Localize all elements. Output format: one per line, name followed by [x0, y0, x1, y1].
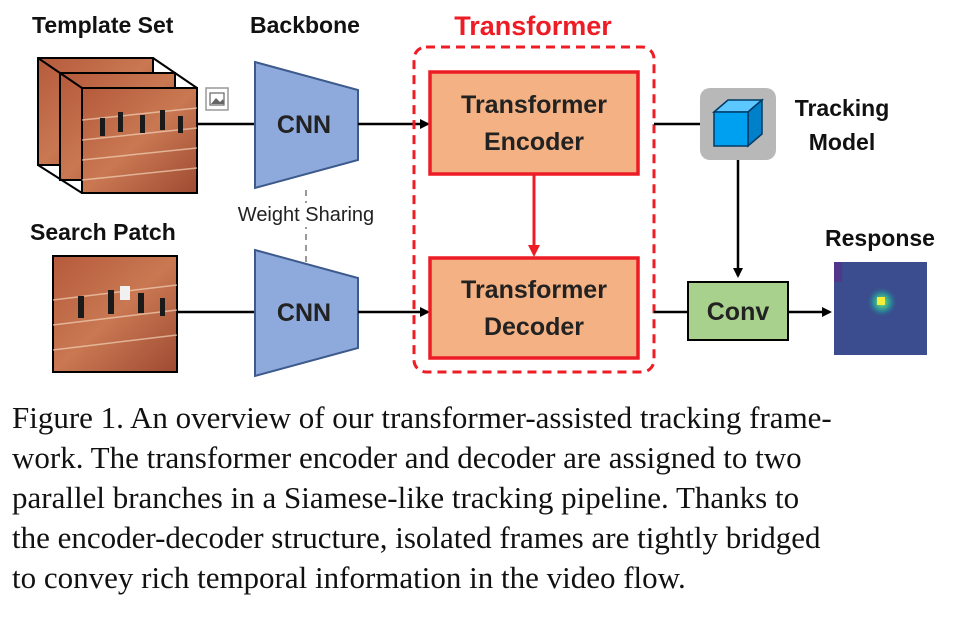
figure-caption: Figure 1. An overview of our transformer… — [12, 398, 956, 598]
response-label: Response — [825, 225, 935, 251]
weight-sharing-label: Weight Sharing — [238, 204, 374, 226]
cnn-top-block: CNN — [254, 60, 359, 190]
caption-line: Figure 1. An overview of our transformer… — [12, 400, 832, 435]
encoder-label-line2: Encoder — [484, 128, 584, 156]
search-patch-image — [52, 255, 178, 373]
image-placeholder-icon — [205, 87, 229, 111]
transformer-decoder-block: Transformer Decoder — [428, 256, 640, 360]
transformer-label: Transformer — [454, 11, 612, 41]
transformer-container — [412, 45, 656, 374]
caption-line: to convey rich temporal information in t… — [12, 560, 686, 595]
cnn-top-label: CNN — [277, 111, 331, 139]
caption-line: the encoder-decoder structure, isolated … — [12, 520, 821, 555]
tracking-model-label-line2: Model — [809, 129, 875, 155]
transformer-encoder-block: Transformer Encoder — [428, 70, 640, 176]
cnn-bottom-block: CNN — [254, 248, 359, 378]
encoder-label-line1: Transformer — [461, 91, 607, 119]
template-set-label: Template Set — [32, 12, 174, 38]
response-heatmap — [834, 262, 927, 355]
search-patch-label: Search Patch — [30, 219, 176, 245]
tracking-model-label-line1: Tracking — [795, 95, 890, 121]
cnn-bottom-label: CNN — [277, 299, 331, 327]
caption-line: work. The transformer encoder and decode… — [12, 440, 802, 475]
decoder-label-line2: Decoder — [484, 313, 584, 341]
template-set-stack — [37, 57, 198, 194]
backbone-label: Backbone — [250, 12, 360, 38]
caption-line: parallel branches in a Siamese-like trac… — [12, 480, 800, 515]
decoder-label-line1: Transformer — [461, 276, 607, 304]
conv-label: Conv — [707, 298, 770, 326]
tracking-model-icon — [700, 88, 776, 160]
conv-block: Conv — [687, 281, 789, 341]
framework-diagram: Template Set Backbone Transformer Search… — [30, 11, 935, 378]
